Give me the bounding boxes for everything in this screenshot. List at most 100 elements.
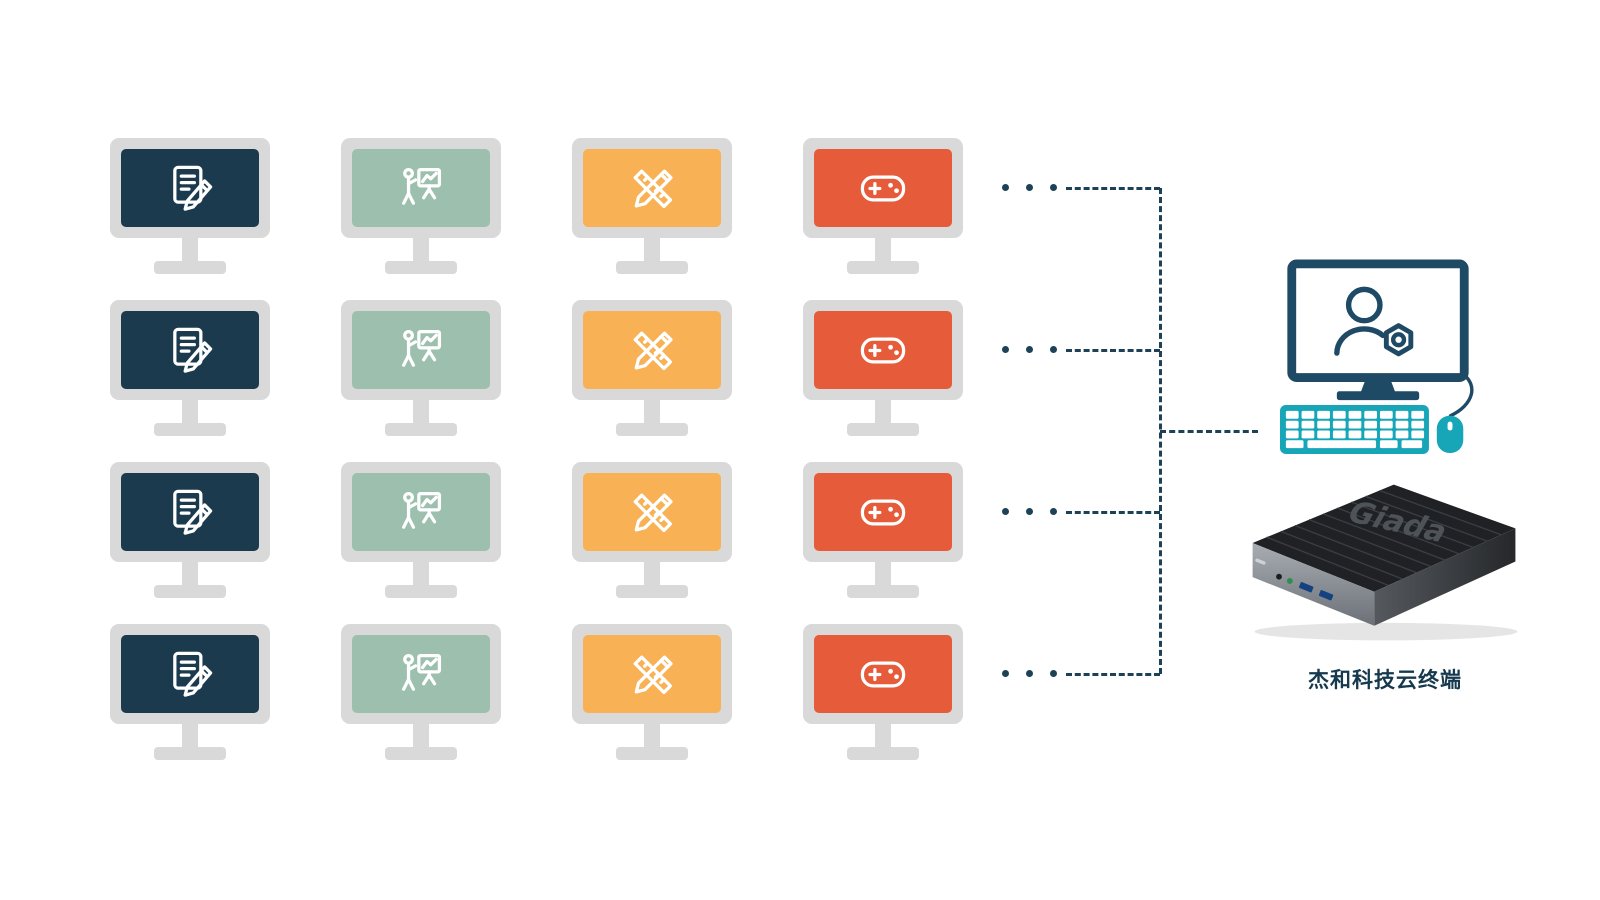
monitor-stand-base: [847, 585, 919, 598]
monitor-screen-presentation: [352, 149, 490, 227]
monitor-stand-neck: [644, 562, 660, 586]
device-front-ports: [1255, 558, 1334, 601]
device-shadow: [1254, 622, 1518, 641]
dot: [1050, 346, 1057, 353]
monitor-stand-base: [847, 747, 919, 760]
monitor-screen-game: [814, 635, 952, 713]
workstation-monitor-game: [803, 138, 963, 274]
monitor-stand-neck: [182, 400, 198, 424]
monitor-screen-office: [121, 311, 259, 389]
workstation-monitor-design: [572, 138, 732, 274]
dot: [1002, 346, 1009, 353]
audio-jack: [1276, 573, 1282, 580]
workstation-monitor-design: [572, 462, 732, 598]
monitor-frame: [803, 624, 963, 724]
workstation-monitor-office: [110, 624, 270, 760]
monitor-stand-neck: [413, 238, 429, 262]
monitor-screen-design: [583, 473, 721, 551]
workstation-monitor-presentation: [341, 462, 501, 598]
monitor-stand-neck: [182, 724, 198, 748]
monitor-stand-base: [616, 261, 688, 274]
dashed-line-row-1: [1066, 186, 1160, 190]
monitor-stand-neck: [875, 400, 891, 424]
workstation-monitor-design: [572, 300, 732, 436]
dashed-line-row-3: [1066, 510, 1160, 514]
workstation-monitor-office: [110, 138, 270, 274]
monitor-stand-neck: [644, 724, 660, 748]
document-edit-icon: [164, 648, 216, 700]
monitor-stand-base: [616, 423, 688, 436]
monitor-frame: [110, 138, 270, 238]
workstation-monitor-office: [110, 300, 270, 436]
monitor-frame: [803, 462, 963, 562]
workstation-monitor-presentation: [341, 138, 501, 274]
dot: [1002, 670, 1009, 677]
document-edit-icon: [164, 486, 216, 538]
monitor-screen-game: [814, 473, 952, 551]
document-edit-icon: [164, 324, 216, 376]
monitor-frame: [572, 624, 732, 724]
admin-monitor-stand: [1360, 377, 1396, 394]
workstation-monitor-game: [803, 624, 963, 760]
monitor-frame: [341, 138, 501, 238]
monitor-screen-office: [121, 473, 259, 551]
mouse-scroll-wheel: [1447, 421, 1453, 431]
monitor-stand-neck: [182, 562, 198, 586]
ellipsis-dots-row-2: [1002, 346, 1057, 353]
monitor-stand-neck: [644, 238, 660, 262]
admin-user-icon: [1334, 286, 1414, 357]
monitor-screen-office: [121, 635, 259, 713]
monitor-frame: [572, 462, 732, 562]
dot: [1026, 508, 1033, 515]
monitor-screen-presentation: [352, 635, 490, 713]
admin-monitor: [1287, 259, 1469, 382]
dashed-line-row-2: [1066, 348, 1160, 352]
dot: [1026, 184, 1033, 191]
dot: [1002, 508, 1009, 515]
gamepad-icon: [857, 324, 909, 376]
document-edit-icon: [164, 162, 216, 214]
dot: [1026, 670, 1033, 677]
usb-port: [1318, 590, 1334, 601]
workstation-monitor-game: [803, 300, 963, 436]
workstation-monitor-office: [110, 462, 270, 598]
monitor-stand-base: [154, 747, 226, 760]
presentation-chart-icon: [395, 324, 447, 376]
monitor-stand-neck: [875, 724, 891, 748]
monitor-stand-neck: [182, 238, 198, 262]
dot: [1026, 346, 1033, 353]
monitor-screen-presentation: [352, 473, 490, 551]
monitor-stand-base: [154, 423, 226, 436]
monitor-frame: [110, 462, 270, 562]
admin-monitor-base: [1336, 391, 1420, 401]
monitor-screen-game: [814, 149, 952, 227]
ellipsis-dots-row-1: [1002, 184, 1057, 191]
mouse-icon: [1436, 415, 1464, 454]
device-label: 杰和科技云终端: [1308, 668, 1462, 692]
workstation-monitor-design: [572, 624, 732, 760]
workstation-monitor-presentation: [341, 624, 501, 760]
monitor-frame: [110, 624, 270, 724]
dot: [1050, 508, 1057, 515]
device-front-face: [1252, 543, 1375, 626]
monitor-stand-neck: [644, 400, 660, 424]
monitor-frame: [572, 138, 732, 238]
monitor-stand-base: [616, 585, 688, 598]
monitor-screen-design: [583, 149, 721, 227]
monitor-screen-presentation: [352, 311, 490, 389]
monitor-stand-neck: [875, 238, 891, 262]
ruler-pencil-icon: [626, 162, 678, 214]
monitor-stand-base: [385, 585, 457, 598]
monitor-stand-neck: [413, 724, 429, 748]
ellipsis-dots-row-4: [1002, 670, 1057, 677]
monitor-stand-neck: [413, 400, 429, 424]
dashed-line-row-4: [1066, 672, 1160, 676]
keyboard-keys: [1285, 410, 1425, 449]
monitor-stand-base: [616, 747, 688, 760]
monitor-frame: [803, 138, 963, 238]
presentation-chart-icon: [395, 162, 447, 214]
audio-jack-green: [1286, 578, 1293, 584]
gamepad-icon: [857, 162, 909, 214]
presentation-chart-icon: [395, 486, 447, 538]
